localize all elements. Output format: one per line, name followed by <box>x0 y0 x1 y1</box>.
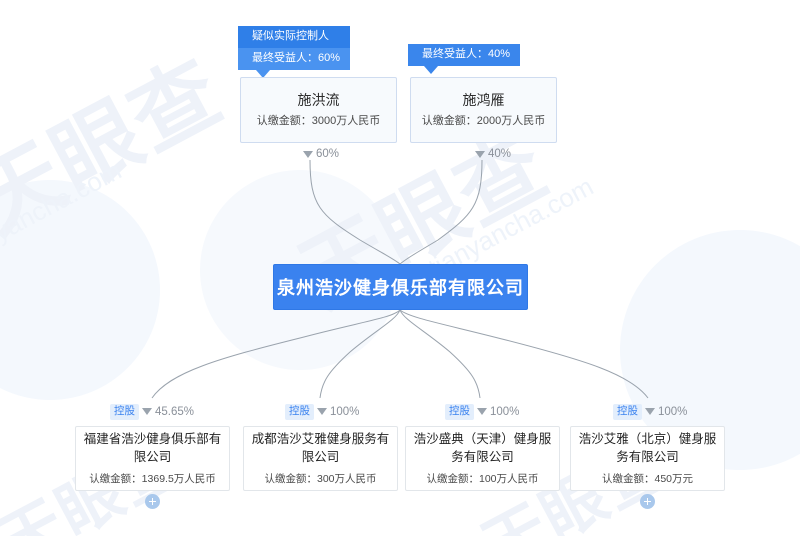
shareholder-name-1: 施洪流 <box>297 91 340 108</box>
relation-tag-1: 控股 <box>110 404 139 420</box>
shareholder-percent-1: 60% <box>316 148 340 160</box>
edge-label-subsidiary-1: 控股 45.65% <box>110 404 194 420</box>
relation-tag-3: 控股 <box>445 404 474 420</box>
subsidiary-amount-3: 认缴金额：100万人民币 <box>426 473 539 486</box>
badge-line-beneficiary-2: 最终受益人：40% <box>408 44 521 66</box>
link-shareholder-1 <box>309 159 401 265</box>
subsidiary-card-3[interactable]: 浩沙盛典（天津）健身服务有限公司 认缴金额：100万人民币 <box>405 426 560 491</box>
shareholder-amount-2: 认缴金额：2000万人民币 <box>421 115 546 128</box>
badge-pointer-1 <box>256 69 270 78</box>
arrow-down-icon <box>477 408 487 416</box>
arrow-down-icon <box>303 150 313 158</box>
subsidiary-amount-4: 认缴金额：450万元 <box>601 473 694 486</box>
center-company-name: 泉州浩沙健身俱乐部有限公司 <box>277 278 524 298</box>
arrow-down-icon <box>475 150 485 158</box>
subsidiary-name-4: 浩沙艾雅（北京）健身服务有限公司 <box>578 432 717 465</box>
subsidiary-card-2[interactable]: 成都浩沙艾雅健身服务有限公司 认缴金额：300万人民币 <box>243 426 398 491</box>
subsidiary-name-2: 成都浩沙艾雅健身服务有限公司 <box>251 432 390 465</box>
subsidiary-percent-1: 45.65% <box>155 405 195 418</box>
link-subsidiary-2 <box>319 309 401 399</box>
watermark-domain-left: tianyancha.com <box>0 155 127 268</box>
shareholder-card-1[interactable]: 施洪流 认缴金额：3000万人民币 <box>240 77 397 143</box>
link-subsidiary-1 <box>151 309 401 399</box>
relation-tag-4: 控股 <box>613 404 642 420</box>
arrow-down-icon <box>645 408 655 416</box>
subsidiary-card-1[interactable]: 福建省浩沙健身俱乐部有限公司 认缴金额：1369.5万人民币 <box>75 426 230 491</box>
beneficiary-badge-2: 最终受益人：40% <box>408 44 521 74</box>
edge-label-subsidiary-3: 控股 100% <box>445 404 519 420</box>
link-subsidiary-3 <box>399 309 481 399</box>
subsidiary-percent-2: 100% <box>330 405 360 418</box>
expand-subsidiary-4-icon[interactable] <box>640 494 655 509</box>
shareholder-amount-1: 认缴金额：3000万人民币 <box>256 115 381 128</box>
subsidiary-amount-2: 认缴金额：300万人民币 <box>264 473 377 486</box>
shareholder-percent-2: 40% <box>488 148 512 160</box>
shareholder-card-2[interactable]: 施鸿雁 认缴金额：2000万人民币 <box>410 77 557 143</box>
arrow-down-icon <box>142 408 152 416</box>
center-company-card[interactable]: 泉州浩沙健身俱乐部有限公司 <box>273 264 528 310</box>
watermark-brand-left: 天眼查 <box>0 42 238 252</box>
subsidiary-name-3: 浩沙盛典（天津）健身服务有限公司 <box>413 432 552 465</box>
link-subsidiary-4 <box>399 309 649 399</box>
edge-label-shareholder-2: 40% <box>475 148 511 160</box>
badge-line-actual-controller: 疑似实际控制人 <box>238 26 351 48</box>
expand-subsidiary-1-icon[interactable] <box>145 494 160 509</box>
relation-tag-2: 控股 <box>285 404 314 420</box>
edge-label-shareholder-1: 60% <box>303 148 339 160</box>
badge-pointer-2 <box>424 65 438 74</box>
edge-label-subsidiary-2: 控股 100% <box>285 404 359 420</box>
subsidiary-percent-4: 100% <box>658 405 688 418</box>
badge-line-beneficiary: 最终受益人：60% <box>238 47 351 70</box>
shareholder-name-2: 施鸿雁 <box>462 91 505 108</box>
edge-label-subsidiary-4: 控股 100% <box>613 404 687 420</box>
subsidiary-percent-3: 100% <box>490 405 520 418</box>
beneficiary-badge-1: 疑似实际控制人 最终受益人：60% <box>238 26 351 78</box>
watermark-blob-left <box>0 180 160 400</box>
subsidiary-card-4[interactable]: 浩沙艾雅（北京）健身服务有限公司 认缴金额：450万元 <box>570 426 725 491</box>
link-shareholder-2 <box>399 159 483 265</box>
arrow-down-icon <box>317 408 327 416</box>
subsidiary-amount-1: 认缴金额：1369.5万人民币 <box>89 473 216 486</box>
subsidiary-name-1: 福建省浩沙健身俱乐部有限公司 <box>83 432 222 465</box>
